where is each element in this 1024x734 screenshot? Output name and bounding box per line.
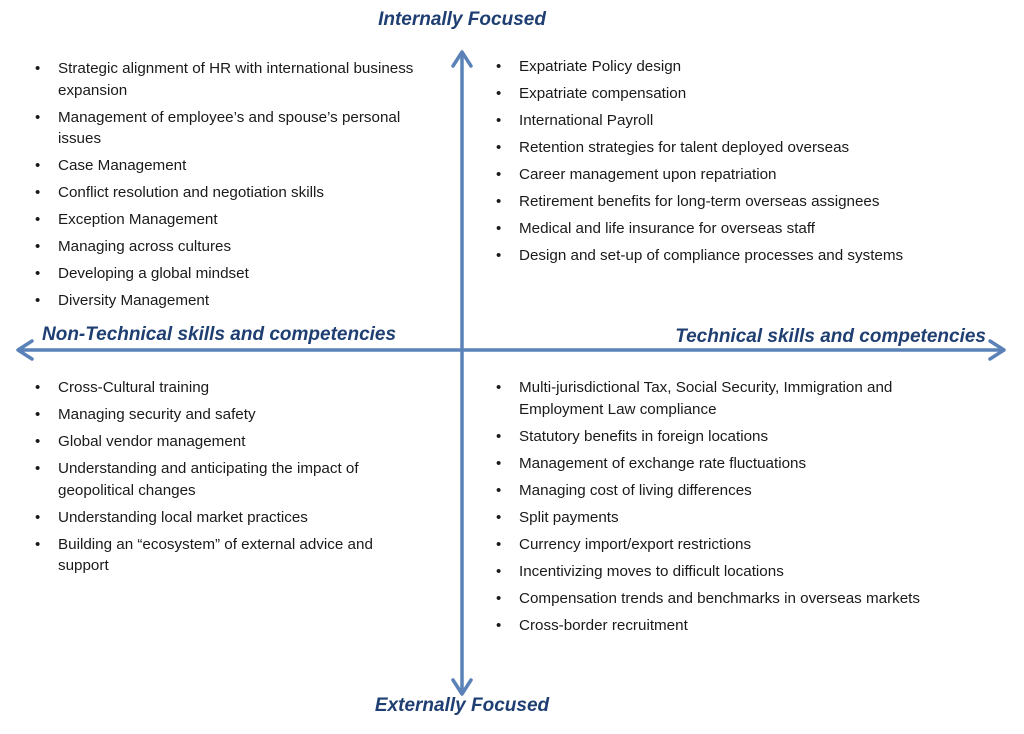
list-item: International Payroll [493, 110, 928, 132]
arrow-up-icon [451, 50, 473, 68]
arrow-down-icon [451, 678, 473, 696]
list-item: Global vendor management [32, 431, 427, 453]
list-item: Managing cost of living differences [493, 480, 923, 502]
list-item: Understanding and anticipating the impac… [32, 458, 427, 501]
list-item: Currency import/export restrictions [493, 534, 923, 556]
list-item: Retention strategies for talent deployed… [493, 137, 928, 159]
list-item: Expatriate compensation [493, 83, 928, 105]
list-item: Cross-Cultural training [32, 377, 427, 399]
axis-label-technical: Technical skills and competencies [675, 326, 986, 347]
list-item: Case Management [32, 155, 422, 177]
list-item: Managing security and safety [32, 404, 427, 426]
list-item: Compensation trends and benchmarks in ov… [493, 588, 923, 610]
arrow-left-icon [16, 339, 34, 361]
list-item: Building an “ecosystem” of external advi… [32, 534, 427, 577]
quadrant-top-right-list: Expatriate Policy design Expatriate comp… [493, 56, 928, 272]
list-item: Strategic alignment of HR with internati… [32, 58, 422, 101]
quadrant-top-left-list: Strategic alignment of HR with internati… [32, 58, 422, 317]
list-item: Conflict resolution and negotiation skil… [32, 182, 422, 204]
list-item: Exception Management [32, 209, 422, 231]
list-item: Management of exchange rate fluctuations [493, 453, 923, 475]
list-item: Understanding local market practices [32, 507, 427, 529]
list-item: Medical and life insurance for overseas … [493, 218, 928, 240]
list-item: Managing across cultures [32, 236, 422, 258]
list-item: Statutory benefits in foreign locations [493, 426, 923, 448]
list-item: Cross-border recruitment [493, 615, 923, 637]
axis-label-non-technical: Non-Technical skills and competencies [42, 324, 397, 345]
list-item: Developing a global mindset [32, 263, 422, 285]
quadrant-bottom-right-list: Multi-jurisdictional Tax, Social Securit… [493, 377, 923, 642]
quadrant-bottom-left-list: Cross-Cultural training Managing securit… [32, 377, 427, 582]
axis-label-externally-focused: Externally Focused [374, 695, 550, 716]
list-item: Retirement benefits for long-term overse… [493, 191, 928, 213]
list-item: Management of employee’s and spouse’s pe… [32, 107, 422, 150]
list-item: Expatriate Policy design [493, 56, 928, 78]
list-item: Incentivizing moves to difficult locatio… [493, 561, 923, 583]
list-item: Split payments [493, 507, 923, 529]
arrow-right-icon [988, 339, 1006, 361]
list-item: Diversity Management [32, 290, 422, 312]
axis-label-internally-focused: Internally Focused [378, 9, 546, 30]
list-item: Design and set-up of compliance processe… [493, 245, 928, 267]
list-item: Career management upon repatriation [493, 164, 928, 186]
list-item: Multi-jurisdictional Tax, Social Securit… [493, 377, 923, 420]
